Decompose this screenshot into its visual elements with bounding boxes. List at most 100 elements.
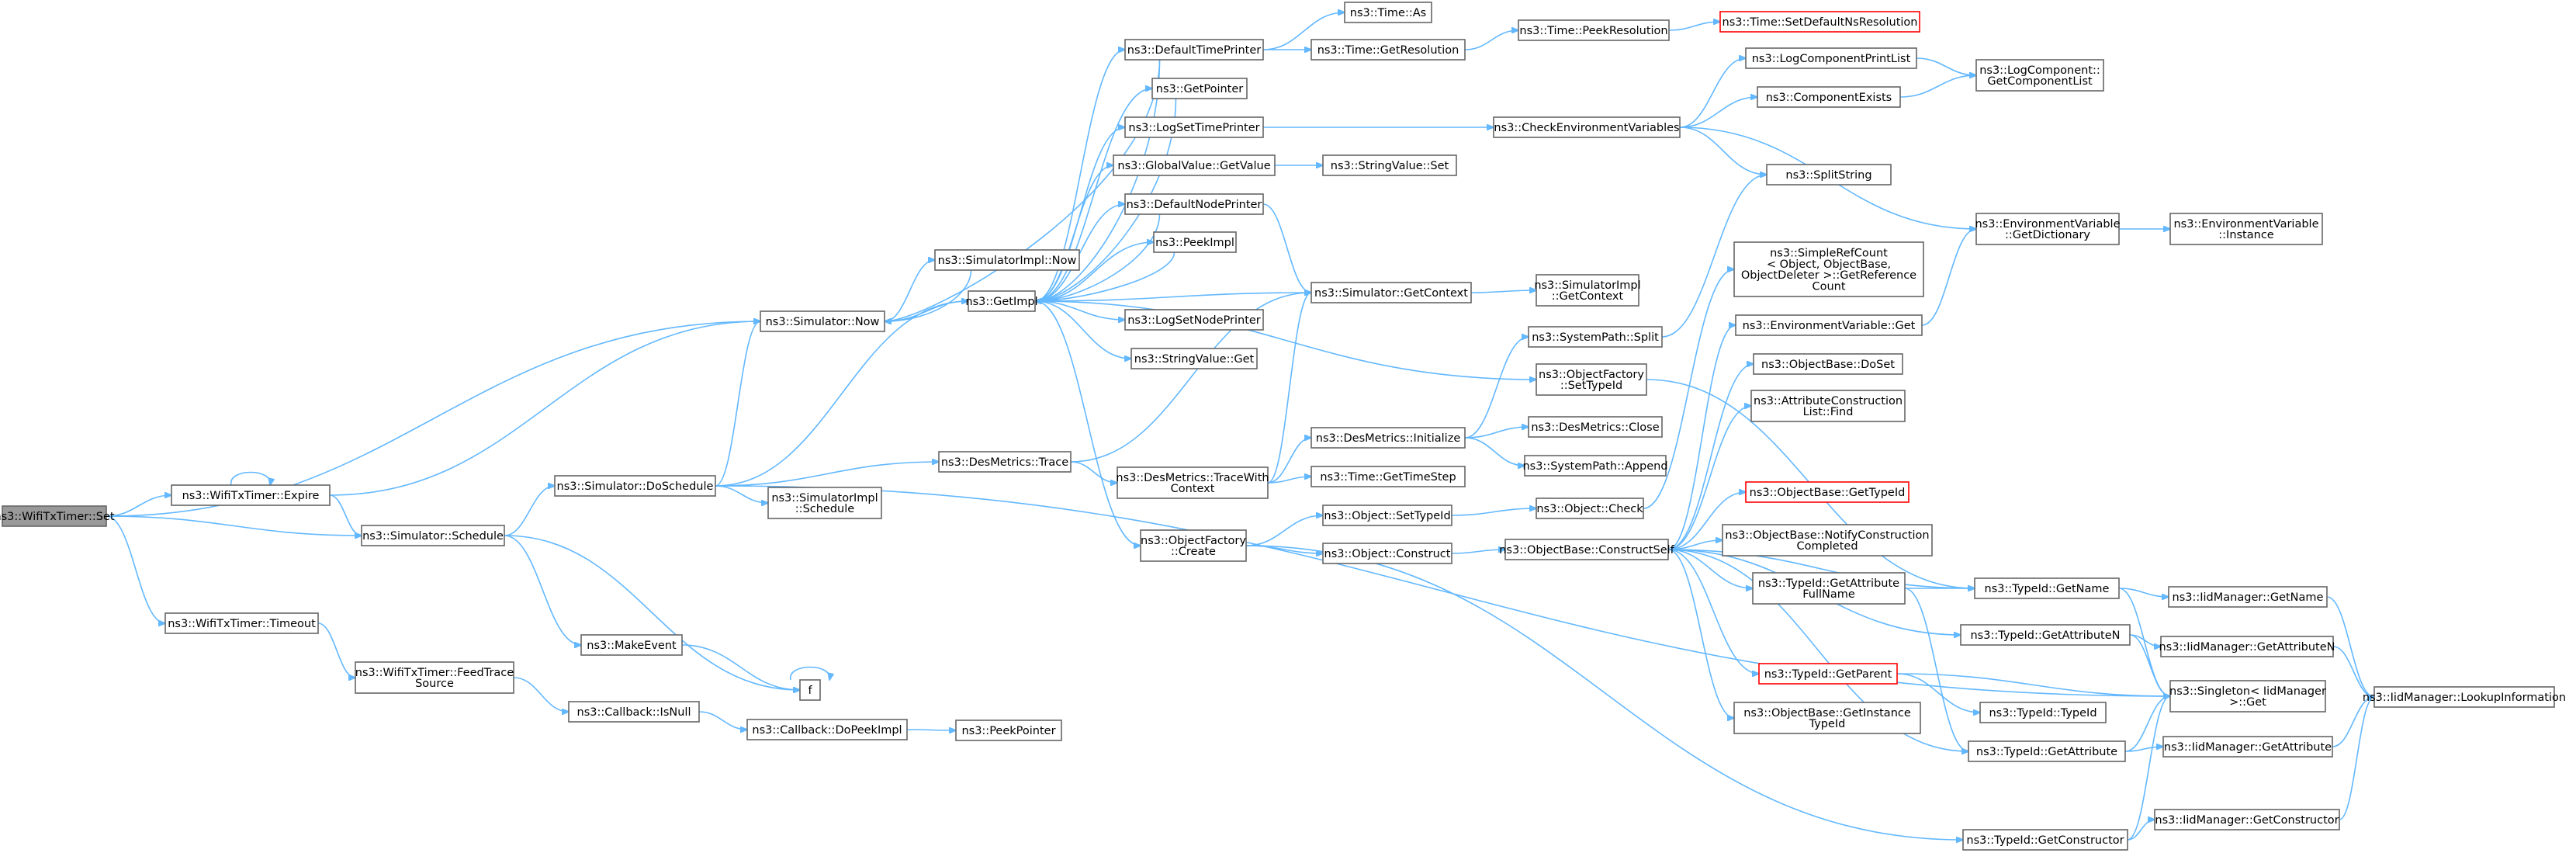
graph-node[interactable]: ns3::IidManager::GetConstructor (2154, 809, 2340, 830)
graph-node[interactable]: ns3::ObjectBase::GetTypeId (1745, 481, 1909, 503)
graph-node[interactable]: ns3::Time::GetResolution (1311, 39, 1466, 61)
graph-node[interactable]: ns3::Object::Check (1536, 498, 1644, 519)
call-edge (1034, 300, 1125, 320)
graph-node[interactable]: ns3::DefaultNodePrinter (1124, 193, 1264, 215)
graph-node[interactable]: ns3::MakeEvent (580, 634, 683, 656)
node-box (1745, 47, 1917, 69)
node-box (1722, 524, 1933, 557)
graph-node[interactable]: ns3::PeekPointer (955, 720, 1062, 741)
node-box (1130, 348, 1258, 369)
graph-node[interactable]: ns3::Object::SetTypeId (1322, 505, 1452, 526)
graph-node[interactable]: ns3::Simulator::GetContext (1311, 282, 1472, 303)
graph-node[interactable]: ns3::Time::PeekResolution (1518, 19, 1670, 41)
graph-node[interactable]: ns3::Callback::DoPeekImpl (746, 719, 908, 740)
graph-node[interactable]: ns3::Time::SetDefaultNsResolution (1719, 11, 1920, 33)
node-label: Context (1171, 483, 1215, 495)
graph-node[interactable]: ns3::GlobalValue::GetValue (1113, 154, 1276, 176)
graph-node[interactable]: ns3::SystemPath::Split (1528, 326, 1663, 348)
graph-node[interactable]: ns3::IidManager::GetAttributeN (2159, 636, 2335, 657)
graph-node[interactable]: ns3::ObjectBase::ConstructSelf (1499, 539, 1675, 560)
node-box (554, 475, 716, 497)
node-label: ns3::TypeId::GetAttributeN (1970, 629, 2120, 642)
node-box (1528, 416, 1663, 438)
graph-node[interactable]: ns3::IidManager::LookupInformation (2363, 686, 2566, 708)
call-edge (1916, 57, 1976, 75)
graph-node[interactable]: ns3::Object::Construct (1322, 543, 1452, 564)
node-box (1960, 624, 2131, 646)
graph-node[interactable]: ns3::Simulator::DoSchedule (554, 475, 716, 497)
graph-node[interactable]: ns3::SimulatorImpl::Schedule (767, 487, 882, 519)
graph-node[interactable]: ns3::LogComponent::GetComponentList (1975, 59, 2104, 92)
graph-node[interactable]: ns3::SimulatorImpl::GetContext (1534, 274, 1641, 307)
graph-node[interactable]: ns3::TypeId::GetParent (1758, 663, 1898, 685)
graph-node[interactable]: ns3::TypeId::GetAttributeN (1960, 624, 2131, 646)
graph-node[interactable]: ns3::Time::As (1344, 2, 1432, 23)
graph-node[interactable]: ns3::Callback::IsNull (568, 701, 700, 723)
graph-node[interactable]: ns3::Simulator::Schedule (361, 525, 505, 546)
graph-node[interactable]: ns3::DefaultTimePrinter (1124, 39, 1264, 61)
graph-node[interactable]: ns3::EnvironmentVariable::Instance (2169, 213, 2323, 245)
graph-node[interactable]: ns3::GetImpl (965, 290, 1038, 312)
graph-node[interactable]: ns3::WifiTxTimer::Timeout (164, 612, 319, 634)
graph-node[interactable]: ns3::StringValue::Get (1130, 348, 1258, 369)
graph-node[interactable]: ns3::WifiTxTimer::Expire (171, 484, 331, 506)
graph-node[interactable]: ns3::Time::GetTimeStep (1311, 466, 1466, 487)
graph-node[interactable]: ns3::TypeId::GetAttribute (1968, 740, 2126, 762)
graph-node[interactable]: ns3::IidManager::GetName (2168, 586, 2328, 608)
node-label: ns3::WifiTxTimer::Timeout (168, 618, 316, 630)
node-label: ns3::DesMetrics::Close (1531, 421, 1659, 434)
graph-node[interactable]: ns3::SystemPath::Append (1522, 455, 1668, 477)
node-box (1322, 505, 1452, 526)
node-box (1719, 11, 1920, 33)
graph-node[interactable]: ns3::StringValue::Set (1322, 154, 1457, 176)
graph-node[interactable]: ns3::SimulatorImpl::Now (934, 249, 1080, 271)
graph-node[interactable]: ns3::DesMetrics::Close (1528, 416, 1663, 438)
graph-node[interactable]: ns3::ObjectBase::DoSet (1753, 353, 1903, 375)
graph-node[interactable]: ns3::Singleton< IidManager>::Get (2169, 680, 2326, 713)
graph-node[interactable]: ns3::LogSetTimePrinter (1124, 116, 1264, 138)
node-box (2160, 636, 2334, 657)
call-edge (1464, 30, 1518, 50)
graph-node[interactable]: ns3::PeekImpl (1153, 231, 1237, 253)
graph-node[interactable]: f (799, 679, 821, 701)
node-label: ns3::TypeId::GetAttribute (1976, 746, 2117, 758)
call-edge (1667, 325, 1736, 550)
graph-node[interactable]: ns3::ComponentExists (1757, 86, 1901, 108)
graph-node[interactable]: ns3::CheckEnvironmentVariables (1493, 116, 1681, 138)
graph-node[interactable]: ns3::EnvironmentVariable::GetDictionary (1975, 213, 2121, 245)
graph-node[interactable]: ns3::WifiTxTimer::Set (0, 505, 115, 527)
graph-node[interactable]: ns3::GetPointer (1151, 78, 1248, 99)
call-edge (1262, 203, 1311, 293)
graph-node[interactable]: ns3::ObjectBase::NotifyConstructionCompl… (1722, 524, 1933, 557)
node-label: ::Instance (2218, 229, 2274, 241)
graph-node[interactable]: ns3::TypeId::GetConstructor (1962, 829, 2128, 851)
node-label: ns3::CheckEnvironmentVariables (1494, 122, 1679, 134)
node-label: ns3::IidManager::GetAttribute (2164, 741, 2332, 754)
graph-node[interactable]: ns3::IidManager::GetAttribute (2162, 736, 2333, 758)
node-label: ns3::ObjectFactory (1141, 535, 1246, 547)
graph-node[interactable]: ns3::SplitString (1766, 164, 1892, 186)
call-edge (715, 462, 939, 487)
node-label: ns3::SplitString (1785, 169, 1871, 182)
graph-node[interactable]: ns3::TypeId::TypeId (1979, 702, 2107, 723)
graph-node[interactable]: ns3::SimpleRefCount< Object, ObjectBase,… (1733, 241, 1924, 297)
graph-node[interactable]: ns3::TypeId::GetName (1974, 577, 2120, 599)
node-label: ns3::TypeId::GetAttribute (1758, 577, 1899, 590)
call-edge (317, 622, 355, 678)
graph-node[interactable]: ns3::EnvironmentVariable::Get (1735, 314, 1923, 336)
graph-node[interactable]: ns3::Simulator::Now (760, 310, 885, 332)
graph-node[interactable]: ns3::LogSetNodePrinter (1124, 309, 1264, 331)
graph-node[interactable]: ns3::ObjectFactory::Create (1140, 529, 1247, 562)
graph-node[interactable]: ns3::ObjectFactory::SetTypeId (1536, 363, 1647, 396)
graph-node[interactable]: ns3::LogComponentPrintList (1745, 47, 1917, 69)
graph-node[interactable]: ns3::DesMetrics::Trace (938, 451, 1072, 473)
node-box (1311, 39, 1466, 61)
graph-node[interactable]: ns3::DesMetrics::Initialize (1311, 427, 1466, 449)
node-label: ns3::SystemPath::Append (1522, 460, 1667, 473)
